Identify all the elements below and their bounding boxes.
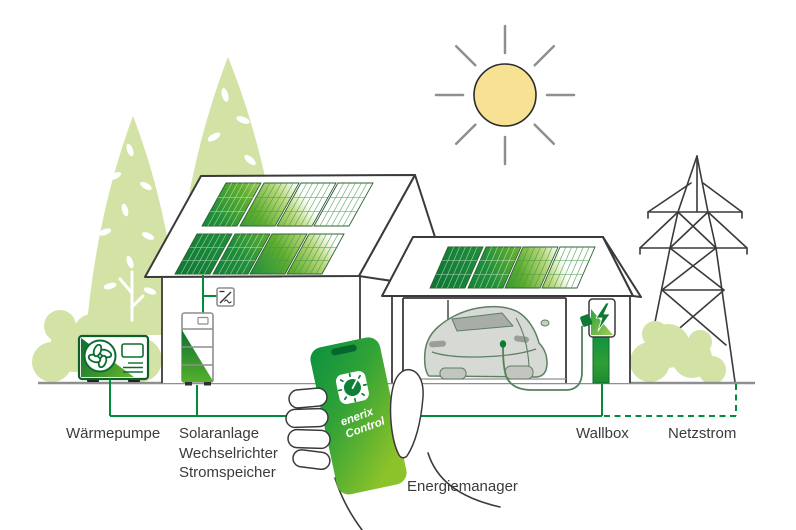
label-stromspeicher: Stromspeicher: [179, 464, 276, 481]
battery-storage: [181, 312, 214, 386]
smartphone: enerix Control: [310, 337, 407, 495]
label-solaranlage: Solaranlage: [179, 425, 260, 442]
label-wallbox: Wallbox: [576, 425, 629, 442]
label-wechselrichter: Wechselrichter: [179, 445, 278, 462]
thumb: [389, 368, 424, 459]
bush-right: [630, 321, 726, 383]
garage-solar-panels: [429, 246, 596, 289]
grid-connection-dashed: [604, 384, 737, 417]
label-energiemanager: Energiemanager: [407, 478, 518, 495]
tree-small: [86, 116, 180, 337]
fan-icon: [87, 343, 113, 369]
lightning-bolt-icon: [595, 302, 611, 332]
electric-car: [423, 305, 550, 380]
label-waermepumpe: Wärmepumpe: [66, 425, 161, 442]
phone-notch: [331, 344, 357, 356]
sun-icon: [434, 24, 576, 166]
heat-pump: [77, 334, 150, 382]
inverter-unit: [216, 287, 235, 307]
wallbox-post: [592, 334, 610, 384]
enerix-sun-dial-icon: [335, 371, 369, 405]
house-solar-panels: [174, 182, 374, 275]
pv-dc-line: [202, 275, 217, 314]
wallbox-unit: [580, 298, 616, 384]
charging-cable: [499, 326, 583, 391]
label-netzstrom: Netzstrom: [668, 425, 737, 442]
hand-fingers: [285, 368, 424, 471]
dc-ac-inverter-icon: [219, 290, 232, 304]
